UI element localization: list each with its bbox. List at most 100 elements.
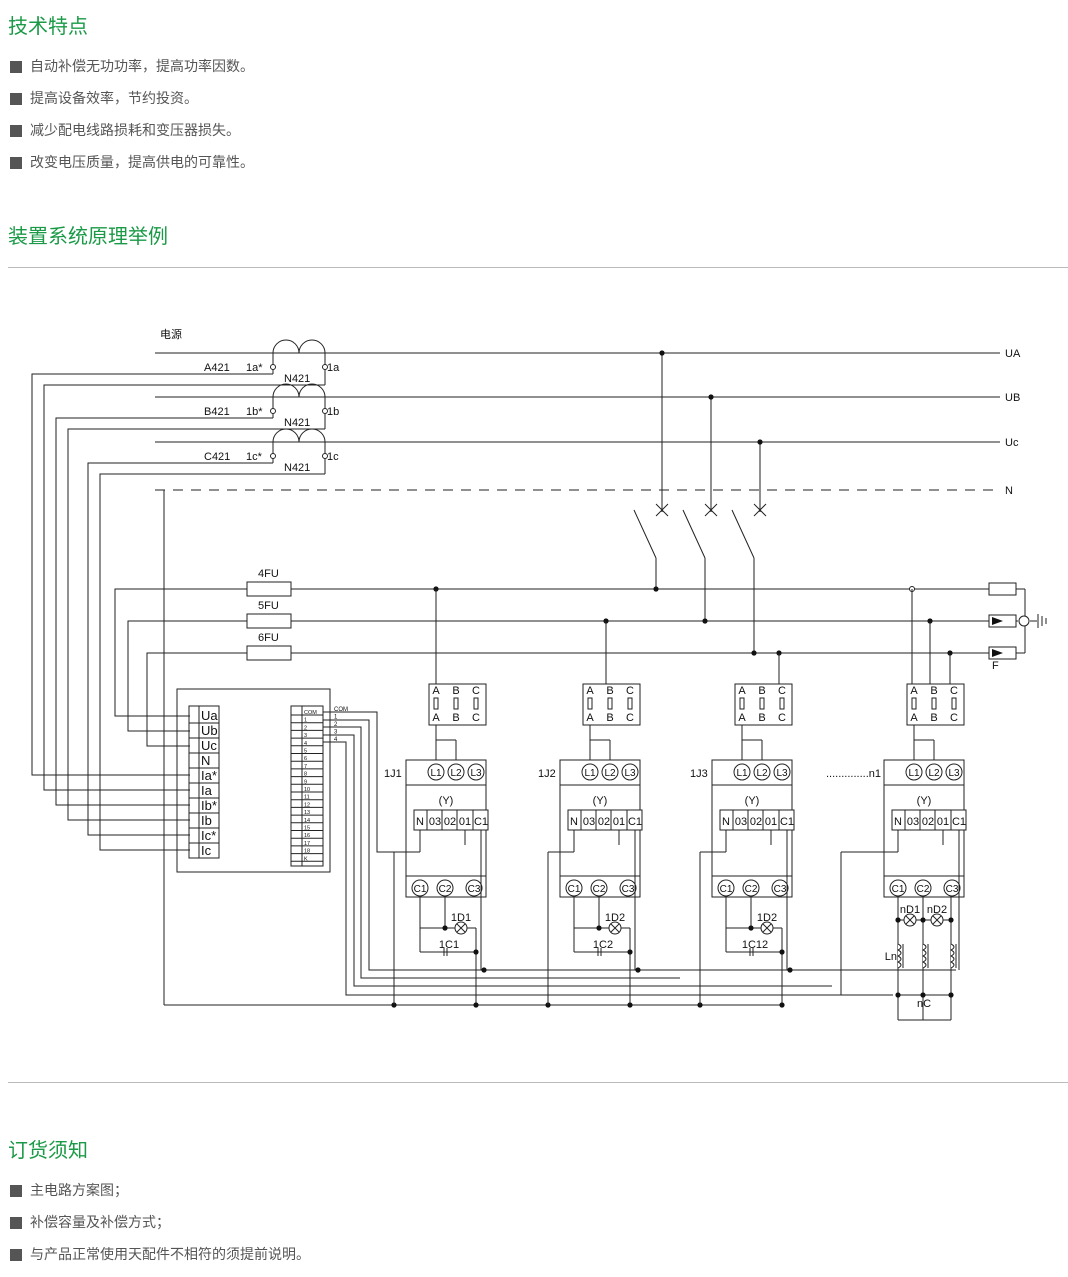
terminal-icon (1018, 615, 1030, 627)
fuse-icon (911, 697, 917, 710)
aux-terminal-label: 03 (735, 816, 747, 828)
junction-dot (948, 992, 954, 998)
fuse-icon (246, 581, 292, 597)
aux-terminal-label: 02 (750, 816, 762, 828)
branch-id-label: 1J1 (384, 768, 402, 780)
fuse-label: 4FU (258, 568, 279, 580)
fuse-block-label: A (910, 685, 918, 697)
bullet-icon (10, 125, 22, 137)
fuse-block-label: B (758, 712, 765, 724)
list-item-text: 与产品正常使用天配件不相符的须提前说明。 (30, 1247, 310, 1263)
power-source-label: 电源 (160, 327, 182, 341)
junction-dot (596, 925, 602, 931)
list-item-text: 自动补偿无功功率，提高功率因数。 (30, 59, 254, 75)
terminal-label: L2 (756, 768, 768, 779)
controller-input-label: N (201, 753, 210, 768)
fuse-block-label: A (586, 712, 594, 724)
terminal-label: C1 (720, 884, 733, 895)
list-item-text: 补偿容量及补偿方式； (30, 1215, 170, 1231)
aux-terminal-strip (891, 809, 967, 831)
terminal-label: C1 (568, 884, 581, 895)
terminal-icon (581, 763, 599, 781)
capacitor-label: 1C12 (742, 939, 768, 951)
aux-terminal-label: 02 (598, 816, 610, 828)
branch-id-label: 1J3 (690, 768, 708, 780)
section-title-principle: 装置系统原理举例 (8, 224, 168, 248)
controller-output-label: 15 (304, 826, 310, 832)
fuse-block-label: A (586, 685, 594, 697)
capacitor-label: nC (917, 998, 931, 1010)
junction-dot (627, 1002, 633, 1008)
controller-input-label: Uc (201, 738, 217, 753)
coil-label: (Y) (917, 795, 932, 807)
ct-terminal-label: 1b (327, 406, 339, 418)
terminal-label: C2 (593, 884, 606, 895)
branch-id-label: 1J2 (538, 768, 556, 780)
output-wire-label: 2 (334, 722, 338, 728)
terminal-icon (733, 763, 751, 781)
list-item-text: 改变电压质量，提高供电的可靠性。 (30, 155, 254, 171)
junction-dot (748, 925, 754, 931)
ct-line-label: A421 (204, 362, 230, 374)
fuse-icon (587, 697, 593, 710)
lamp-icon (762, 923, 772, 933)
controller-input-label: Ub (201, 723, 218, 738)
list-item: 改变电压质量，提高供电的可靠性。 (8, 153, 254, 185)
controller-output-label: 11 (304, 795, 310, 801)
controller-output-label: 10 (304, 787, 310, 793)
aux-terminal-label: 01 (613, 816, 625, 828)
ct-neutral-label: N421 (284, 417, 310, 429)
controller-output-label: K (304, 856, 308, 862)
controller-output-label: 2 (304, 725, 307, 731)
terminal-label: L1 (584, 768, 596, 779)
aux-terminal-label: N (416, 816, 424, 828)
aux-terminal-strip (719, 809, 795, 831)
list-item: 自动补偿无功功率，提高功率因数。 (8, 57, 254, 89)
controller-output-label: 3 (304, 733, 307, 739)
fuse-icon (607, 697, 613, 710)
divider (8, 1082, 1068, 1083)
controller-output-label: 5 (304, 749, 307, 755)
controller-output-label: 12 (304, 802, 310, 808)
aux-terminal-label: C1 (780, 816, 794, 828)
aux-terminal-label: N (894, 816, 902, 828)
terminal-label: C3 (774, 884, 787, 895)
arrow-icon (992, 649, 1003, 657)
junction-dot (627, 949, 633, 955)
controller-output-label: 17 (304, 841, 310, 847)
fuse-icon (739, 697, 745, 710)
aux-terminal-label: C1 (474, 816, 488, 828)
aux-terminal-label: 01 (765, 816, 777, 828)
terminal-label: L1 (736, 768, 748, 779)
junction-dot (779, 949, 785, 955)
terminal-icon (905, 763, 923, 781)
terminal-icon (943, 879, 961, 897)
aux-terminal-label: 03 (429, 816, 441, 828)
controller-output-label: 14 (304, 818, 310, 824)
terminal-label: L1 (430, 768, 442, 779)
terminal-icon (771, 879, 789, 897)
controller-output-label: 4 (304, 741, 307, 747)
fuse-block-label: A (432, 685, 440, 697)
capacitor-label: 1C1 (439, 939, 459, 951)
terminal-label: L2 (450, 768, 462, 779)
list-item: 主电路方案图； (8, 1181, 310, 1213)
features-list: 自动补偿无功功率，提高功率因数。 提高设备效率，节约投资。 减少配电线路损耗和变… (8, 57, 254, 185)
lamp-icon (905, 915, 915, 925)
junction-dot (442, 925, 448, 931)
ct-neutral-label: N421 (284, 373, 310, 385)
list-item-text: 提高设备效率，节约投资。 (30, 91, 198, 107)
list-item: 与产品正常使用天配件不相符的须提前说明。 (8, 1245, 310, 1277)
aux-terminal-label: C1 (628, 816, 642, 828)
fuse-icon (931, 697, 937, 710)
terminal-icon (753, 763, 771, 781)
controller-output-label: 8 (304, 772, 307, 778)
terminal-label: L3 (776, 768, 788, 779)
terminal-icon (621, 763, 639, 781)
fuse-block-label: B (930, 712, 937, 724)
reactor-icon (949, 943, 955, 969)
fuse-block-label: C (778, 712, 786, 724)
fuse-icon (433, 697, 439, 710)
ct-neutral-label: N421 (284, 462, 310, 474)
